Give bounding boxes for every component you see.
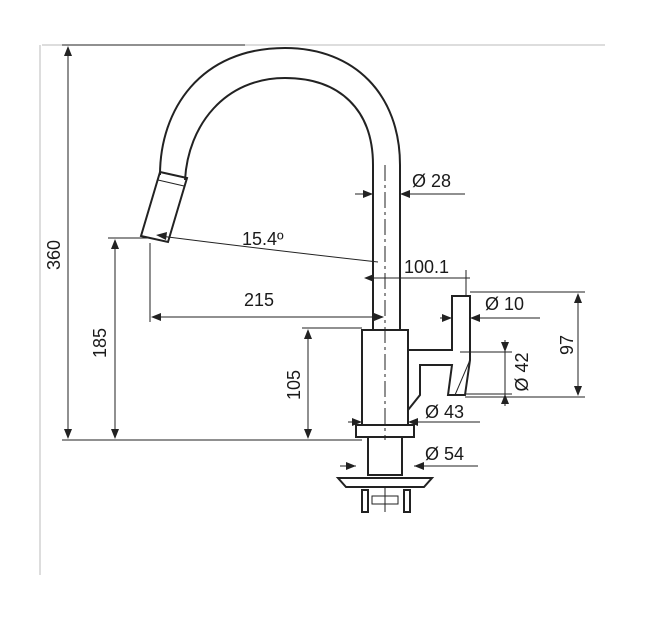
- dim-label-d10: Ø 10: [485, 294, 524, 314]
- dim-label-97: 97: [557, 335, 577, 355]
- dim-label-d43: Ø 43: [425, 402, 464, 422]
- dim-handle-height: 97: [465, 291, 585, 398]
- dim-reach-from-axis: 100.1: [364, 257, 470, 296]
- dim-total-height: 360: [44, 44, 362, 441]
- dim-spout-angle: 15.4º: [156, 229, 379, 263]
- dim-label-angle: 15.4º: [242, 229, 284, 249]
- dim-label-360: 360: [44, 240, 64, 270]
- faucet-outline: [139, 46, 471, 513]
- dim-reach: 215: [149, 243, 384, 322]
- dim-label-d54: Ø 54: [425, 444, 464, 464]
- dim-body-diameter: Ø 43: [348, 402, 480, 426]
- dim-handle-base-diameter: Ø 42: [460, 340, 532, 406]
- dim-label-105: 105: [284, 370, 304, 400]
- dim-label-d42: Ø 42: [512, 352, 532, 391]
- dim-label-185: 185: [90, 328, 110, 358]
- dim-label-100-1: 100.1: [404, 257, 449, 277]
- dim-label-d28: Ø 28: [412, 171, 451, 191]
- dim-label-215: 215: [244, 290, 274, 310]
- dim-base-diameter: Ø 54: [340, 444, 478, 470]
- dim-handle-diameter: Ø 10: [440, 294, 540, 322]
- dim-spout-diameter: Ø 28: [355, 171, 465, 198]
- dim-body-height: 105: [284, 327, 362, 439]
- dim-spout-height: 185: [90, 237, 150, 439]
